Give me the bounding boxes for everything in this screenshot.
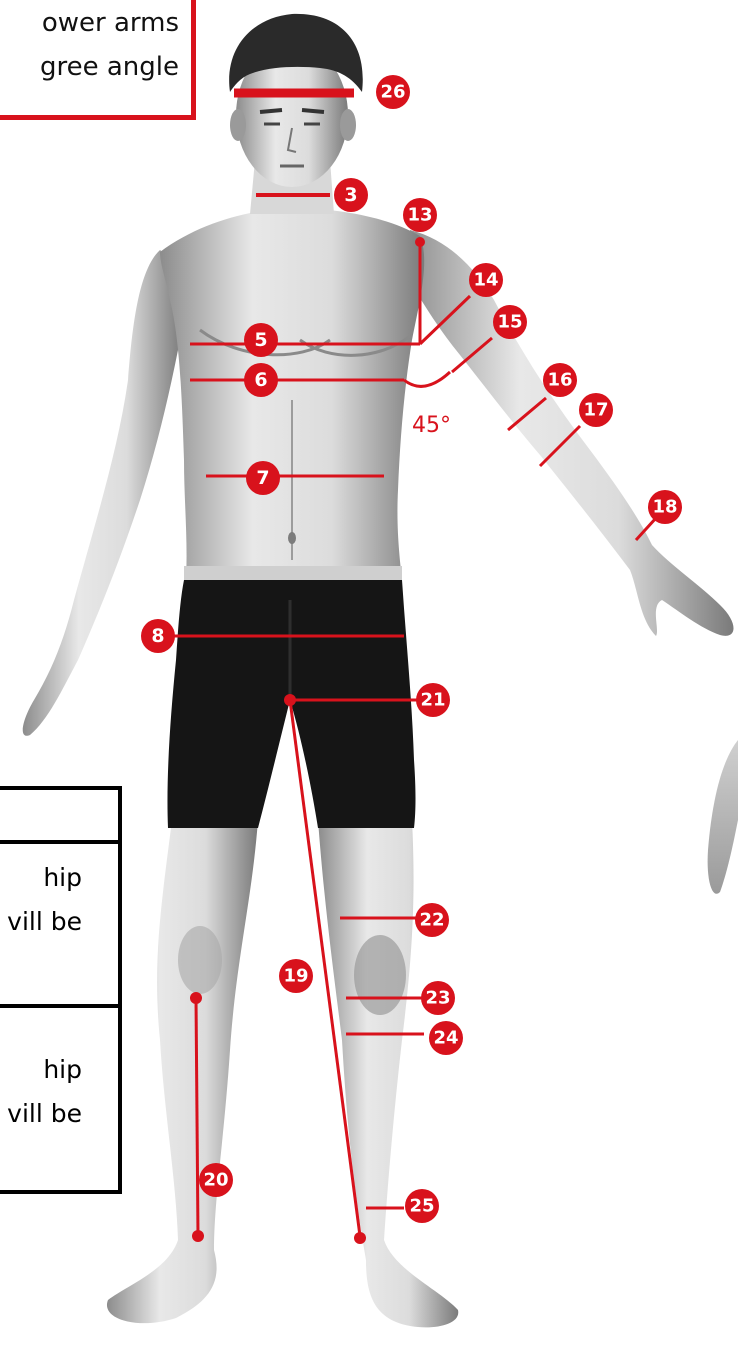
instruction-line-2: gree angle: [0, 45, 179, 89]
marker-3: 3: [334, 178, 368, 212]
instruction-note: ower arms gree angle: [0, 0, 196, 120]
marker-6: 6: [244, 363, 278, 397]
marker-23: 23: [421, 981, 455, 1015]
endpoint-20-top: [190, 992, 202, 1004]
fit-table: hip vill be hip vill be: [0, 786, 122, 1194]
svg-text:19: 19: [283, 966, 308, 987]
marker-17: 17: [579, 393, 613, 427]
svg-text:13: 13: [407, 205, 432, 226]
svg-text:14: 14: [473, 270, 498, 291]
marker-20: 20: [199, 1163, 233, 1197]
svg-text:8: 8: [151, 625, 164, 647]
angle-label: 45°: [412, 413, 451, 438]
svg-text:22: 22: [419, 910, 444, 931]
table-row-1-line-2: vill be: [0, 900, 82, 944]
table-divider-2: [0, 1004, 118, 1008]
marker-21: 21: [416, 683, 450, 717]
right-knee-shade: [354, 935, 406, 1015]
svg-text:15: 15: [497, 312, 522, 333]
marker-14: 14: [469, 263, 503, 297]
person-figure: [23, 14, 738, 1327]
marker-26: 26: [376, 75, 410, 109]
marker-7: 7: [246, 461, 280, 495]
marker-13: 13: [403, 198, 437, 232]
marker-22: 22: [415, 903, 449, 937]
svg-text:25: 25: [409, 1196, 434, 1217]
svg-text:7: 7: [256, 467, 269, 489]
navel: [288, 532, 296, 544]
endpoint-19-top: [284, 694, 296, 706]
table-row-2: hip vill be: [0, 1048, 118, 1136]
svg-text:17: 17: [583, 400, 608, 421]
svg-text:16: 16: [547, 370, 572, 391]
svg-text:26: 26: [380, 82, 405, 103]
svg-text:6: 6: [254, 369, 267, 391]
svg-text:24: 24: [433, 1028, 458, 1049]
instruction-line-1: ower arms: [0, 1, 179, 45]
svg-text:23: 23: [425, 988, 450, 1009]
marker-18: 18: [648, 490, 682, 524]
marker-5: 5: [244, 323, 278, 357]
partial-hand-right-edge: [708, 740, 738, 894]
marker-15: 15: [493, 305, 527, 339]
right-arm: [404, 230, 734, 636]
endpoint-20-bottom: [192, 1230, 204, 1242]
svg-text:5: 5: [254, 329, 267, 351]
marker-8: 8: [141, 619, 175, 653]
svg-text:18: 18: [652, 497, 677, 518]
marker-25: 25: [405, 1189, 439, 1223]
left-leg: [107, 820, 258, 1323]
marker-16: 16: [543, 363, 577, 397]
marker-24: 24: [429, 1021, 463, 1055]
ear-left: [230, 109, 246, 141]
table-row-2-line-2: vill be: [0, 1092, 82, 1136]
measure-line-20-leg-length: [196, 998, 198, 1236]
svg-text:21: 21: [420, 690, 445, 711]
left-knee-shade: [178, 926, 222, 994]
ear-right: [340, 109, 356, 141]
endpoint-13: [415, 237, 425, 247]
angle-arc-45: [404, 372, 450, 386]
endpoint-19-bottom: [354, 1232, 366, 1244]
table-row-1: hip vill be: [0, 856, 118, 944]
left-arm: [23, 250, 183, 736]
table-row-1-line-1: hip: [0, 856, 82, 900]
marker-19: 19: [279, 959, 313, 993]
svg-text:20: 20: [203, 1170, 228, 1191]
table-divider-1: [0, 840, 118, 844]
table-row-2-line-1: hip: [0, 1048, 82, 1092]
svg-text:3: 3: [344, 184, 357, 206]
